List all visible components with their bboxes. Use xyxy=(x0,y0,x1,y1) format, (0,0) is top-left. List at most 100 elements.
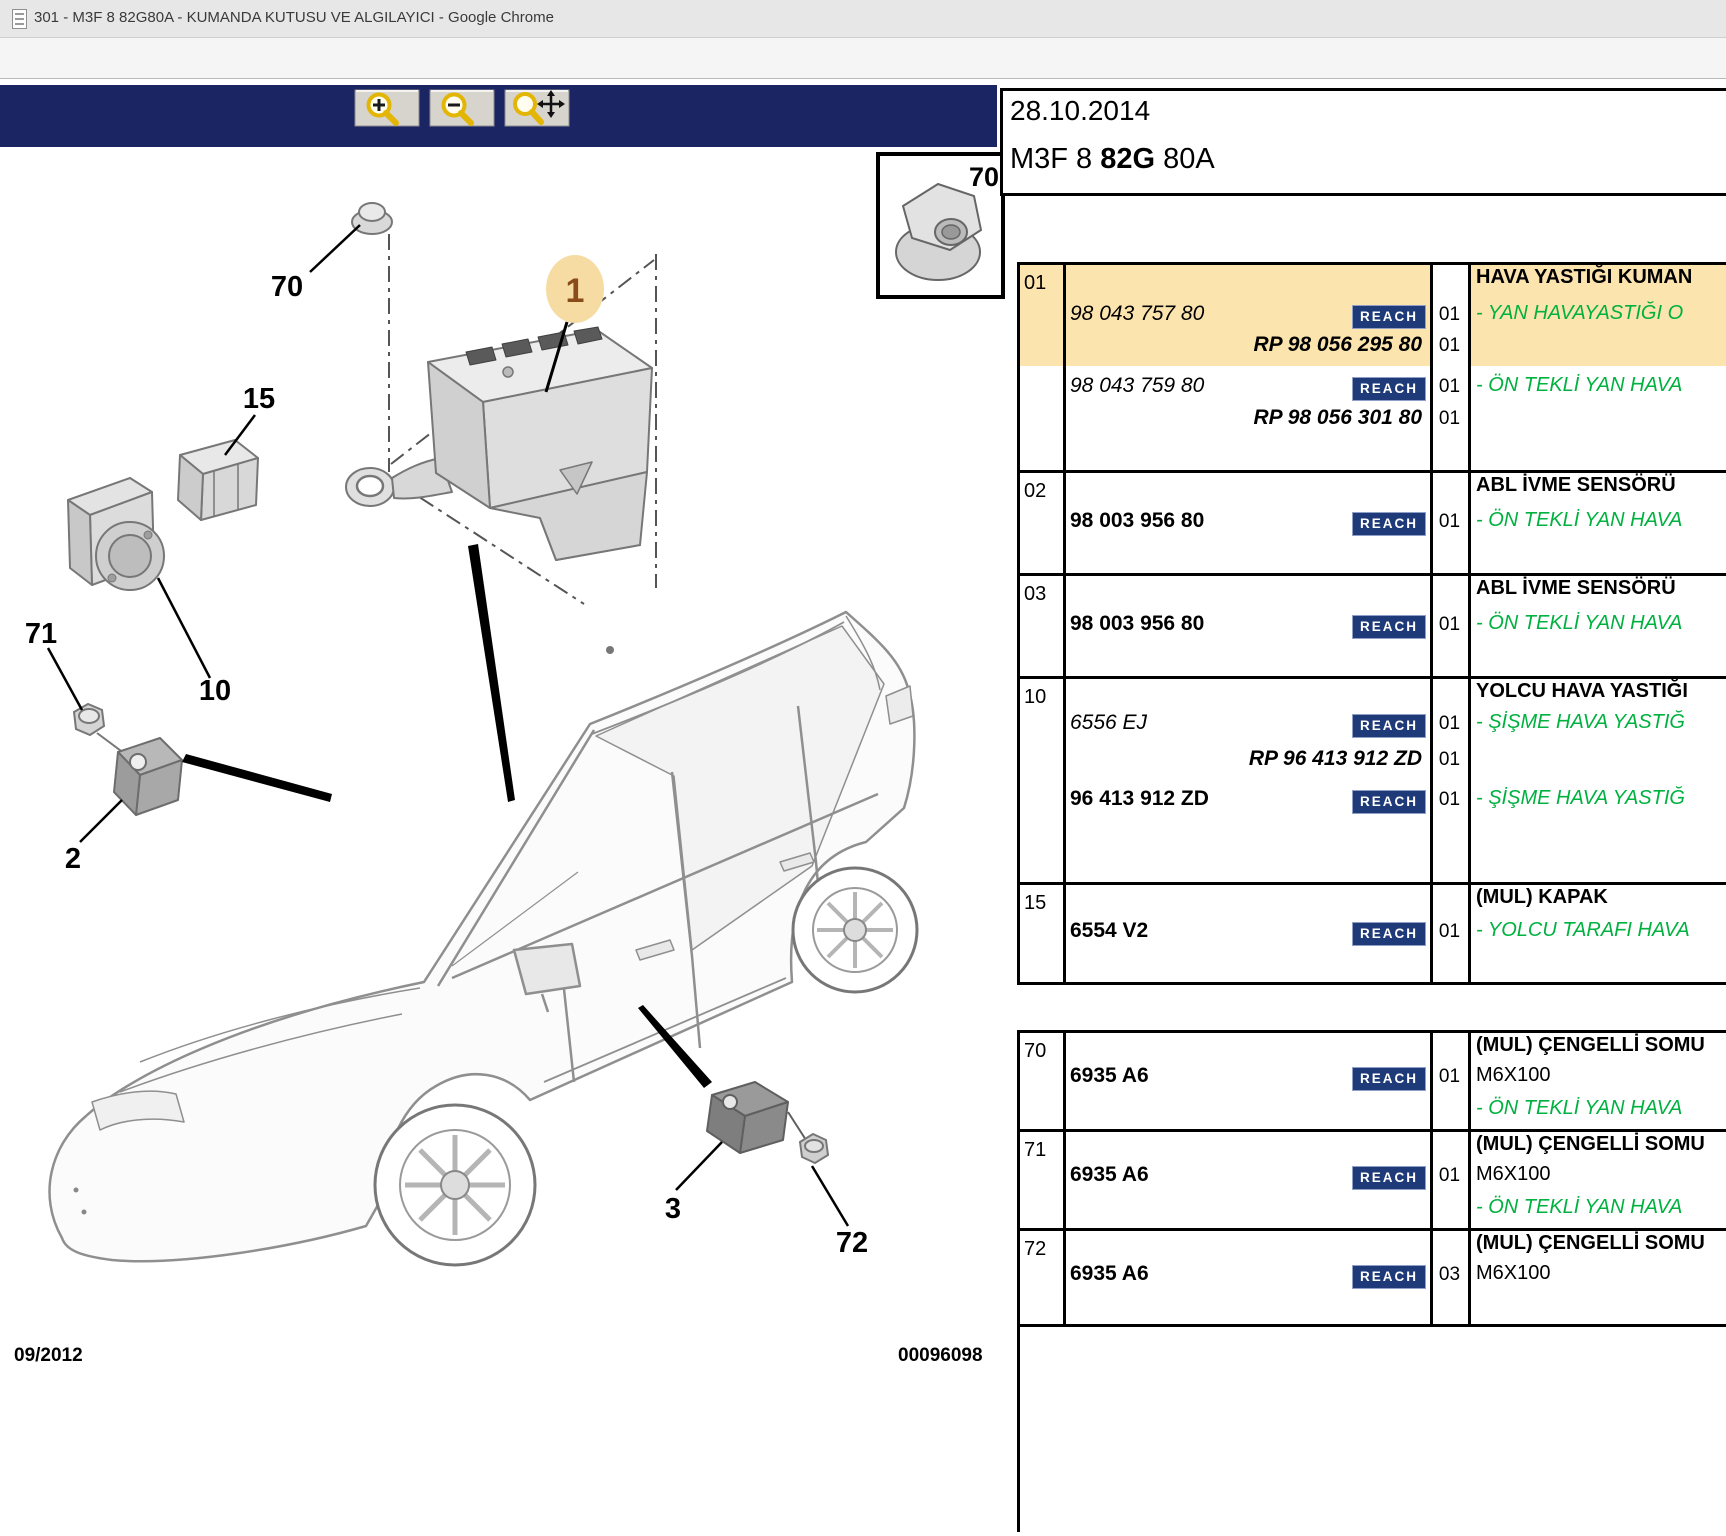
address-bar[interactable]: servicebox.mpsa.com/docapvpr/affiche.do?… xyxy=(0,38,1726,104)
roof-antenna xyxy=(606,646,614,654)
row-number: 02 xyxy=(1024,480,1047,502)
callout-labels: 70 15 10 71 2 3 72 xyxy=(25,271,868,1259)
plate-date: 09/2012 xyxy=(14,1345,83,1366)
desc-note: - YOLCU TARAFI HAVA xyxy=(1476,919,1690,941)
code-bold: 82G xyxy=(1100,143,1156,175)
reach-badge[interactable]: REACH xyxy=(1352,790,1426,814)
reach-badge[interactable]: REACH xyxy=(1352,1166,1426,1190)
reach-badge[interactable]: REACH xyxy=(1352,615,1426,639)
part-number[interactable]: 6935 A6 xyxy=(1070,1262,1149,1285)
reach-badge[interactable]: REACH xyxy=(1352,922,1426,946)
callout-15[interactable]: 15 xyxy=(243,383,275,415)
door-handle xyxy=(635,939,675,961)
document-date: 28.10.2014 xyxy=(1010,95,1151,126)
reach-badge[interactable]: REACH xyxy=(1352,512,1426,536)
callout-1: 1 xyxy=(566,272,585,310)
front-wheel xyxy=(373,1103,537,1267)
code-post: 80A xyxy=(1163,143,1215,175)
part-number[interactable]: 98 003 956 80 xyxy=(1070,612,1205,635)
table-border xyxy=(1017,882,1726,885)
callout-72[interactable]: 72 xyxy=(836,1227,868,1259)
desc-title: ABL İVME SENSÖRÜ xyxy=(1476,577,1676,599)
table-border xyxy=(1468,262,1471,985)
nut-72-part xyxy=(798,1132,830,1165)
tail-lamp xyxy=(885,685,914,725)
quantity: 01 xyxy=(1438,304,1461,325)
quantity: 01 xyxy=(1438,789,1461,810)
table-border xyxy=(1017,573,1726,576)
control-unit-part xyxy=(345,326,653,561)
part-number[interactable]: 96 413 912 ZD xyxy=(1070,787,1209,810)
reach-badge[interactable]: REACH xyxy=(1352,714,1426,738)
callout-10[interactable]: 10 xyxy=(199,675,231,707)
quantity: 01 xyxy=(1438,511,1461,532)
document-code: M3F 8 82G 80A xyxy=(1010,143,1215,176)
table-border xyxy=(1017,1030,1726,1033)
part-number-rp[interactable]: RP 96 413 912 ZD xyxy=(1248,747,1422,770)
callout-3[interactable]: 3 xyxy=(665,1193,681,1225)
row-number: 70 xyxy=(1024,1040,1047,1062)
part-number[interactable]: 6935 A6 xyxy=(1070,1064,1149,1087)
desc-spec: M6X100 xyxy=(1476,1262,1551,1284)
part-number[interactable]: 98 003 956 80 xyxy=(1070,509,1205,532)
sensor-15-part xyxy=(177,439,259,521)
callout-71[interactable]: 71 xyxy=(25,618,57,650)
quantity: 01 xyxy=(1438,749,1461,770)
part-number[interactable]: 98 043 757 80 xyxy=(1070,302,1205,325)
desc-title: (MUL) ÇENGELLİ SOMU xyxy=(1476,1133,1705,1155)
zoom-pan-button[interactable] xyxy=(504,89,570,127)
sensor-2-part xyxy=(113,737,183,816)
window-titlebar: 301 - M3F 8 82G80A - KUMANDA KUTUSU VE A… xyxy=(0,0,1726,38)
sensor-10-part xyxy=(67,477,165,591)
zoom-out-button[interactable] xyxy=(429,89,495,127)
pointer-wedges xyxy=(182,544,712,1088)
callout-2[interactable]: 2 xyxy=(65,843,81,875)
desc-note: - ŞİŞME HAVA YASTIĞ xyxy=(1476,711,1685,733)
quantity: 01 xyxy=(1438,1165,1461,1186)
desc-note: - ÖN TEKLİ YAN HAVA xyxy=(1476,612,1683,634)
desc-note: - ÖN TEKLİ YAN HAVA xyxy=(1476,1097,1683,1119)
headlight xyxy=(91,1090,185,1131)
desc-title: (MUL) KAPAK xyxy=(1476,886,1608,908)
quantity: 01 xyxy=(1438,335,1461,356)
window-title: 301 - M3F 8 82G80A - KUMANDA KUTUSU VE A… xyxy=(34,9,554,26)
row-number: 15 xyxy=(1024,892,1047,914)
row-number: 71 xyxy=(1024,1139,1047,1161)
part-number[interactable]: 98 043 759 80 xyxy=(1070,374,1205,397)
quantity: 01 xyxy=(1438,376,1461,397)
part-number[interactable]: 6935 A6 xyxy=(1070,1163,1149,1186)
row-number: 10 xyxy=(1024,686,1047,708)
document-header-box xyxy=(1000,88,1726,196)
rear-wheel xyxy=(791,866,919,994)
desc-title: YOLCU HAVA YASTIĞI xyxy=(1476,680,1688,702)
callout-70[interactable]: 70 xyxy=(271,271,303,303)
side-mirror xyxy=(512,942,582,996)
desc-spec: M6X100 xyxy=(1476,1064,1551,1086)
car-illustration xyxy=(48,610,919,1267)
page-favicon-icon xyxy=(12,9,27,29)
part-number[interactable]: 6556 EJ xyxy=(1070,711,1148,734)
inset-label-70: 70 xyxy=(969,162,999,192)
part-number-rp[interactable]: RP 98 056 301 80 xyxy=(1253,406,1422,429)
plate-number: 00096098 xyxy=(898,1345,983,1366)
zoom-in-button[interactable] xyxy=(354,89,420,127)
desc-note: - ÖN TEKLİ YAN HAVA xyxy=(1476,374,1683,396)
row-number: 72 xyxy=(1024,1238,1047,1260)
diagram-toolbar xyxy=(0,85,997,147)
part-number-rp[interactable]: RP 98 056 295 80 xyxy=(1253,333,1422,356)
reach-badge[interactable]: REACH xyxy=(1352,305,1426,329)
leader-lines xyxy=(46,224,850,1227)
callout-1-highlight[interactable]: 1 xyxy=(546,255,604,323)
part-number[interactable]: 6554 V2 xyxy=(1070,919,1149,942)
nut-70-inset: 70 xyxy=(876,152,1005,299)
reach-badge[interactable]: REACH xyxy=(1352,1067,1426,1091)
quantity: 01 xyxy=(1438,713,1461,734)
desc-title: (MUL) ÇENGELLİ SOMU xyxy=(1476,1232,1705,1254)
parts-diagram: 1 70 15 10 71 2 3 72 70 xyxy=(0,85,1005,1267)
reach-badge[interactable]: REACH xyxy=(1352,377,1426,401)
reach-badge[interactable]: REACH xyxy=(1352,1265,1426,1289)
table-border xyxy=(1063,262,1066,985)
door-handle xyxy=(779,852,815,872)
table-border xyxy=(1017,262,1726,265)
desc-title: ABL İVME SENSÖRÜ xyxy=(1476,474,1676,496)
